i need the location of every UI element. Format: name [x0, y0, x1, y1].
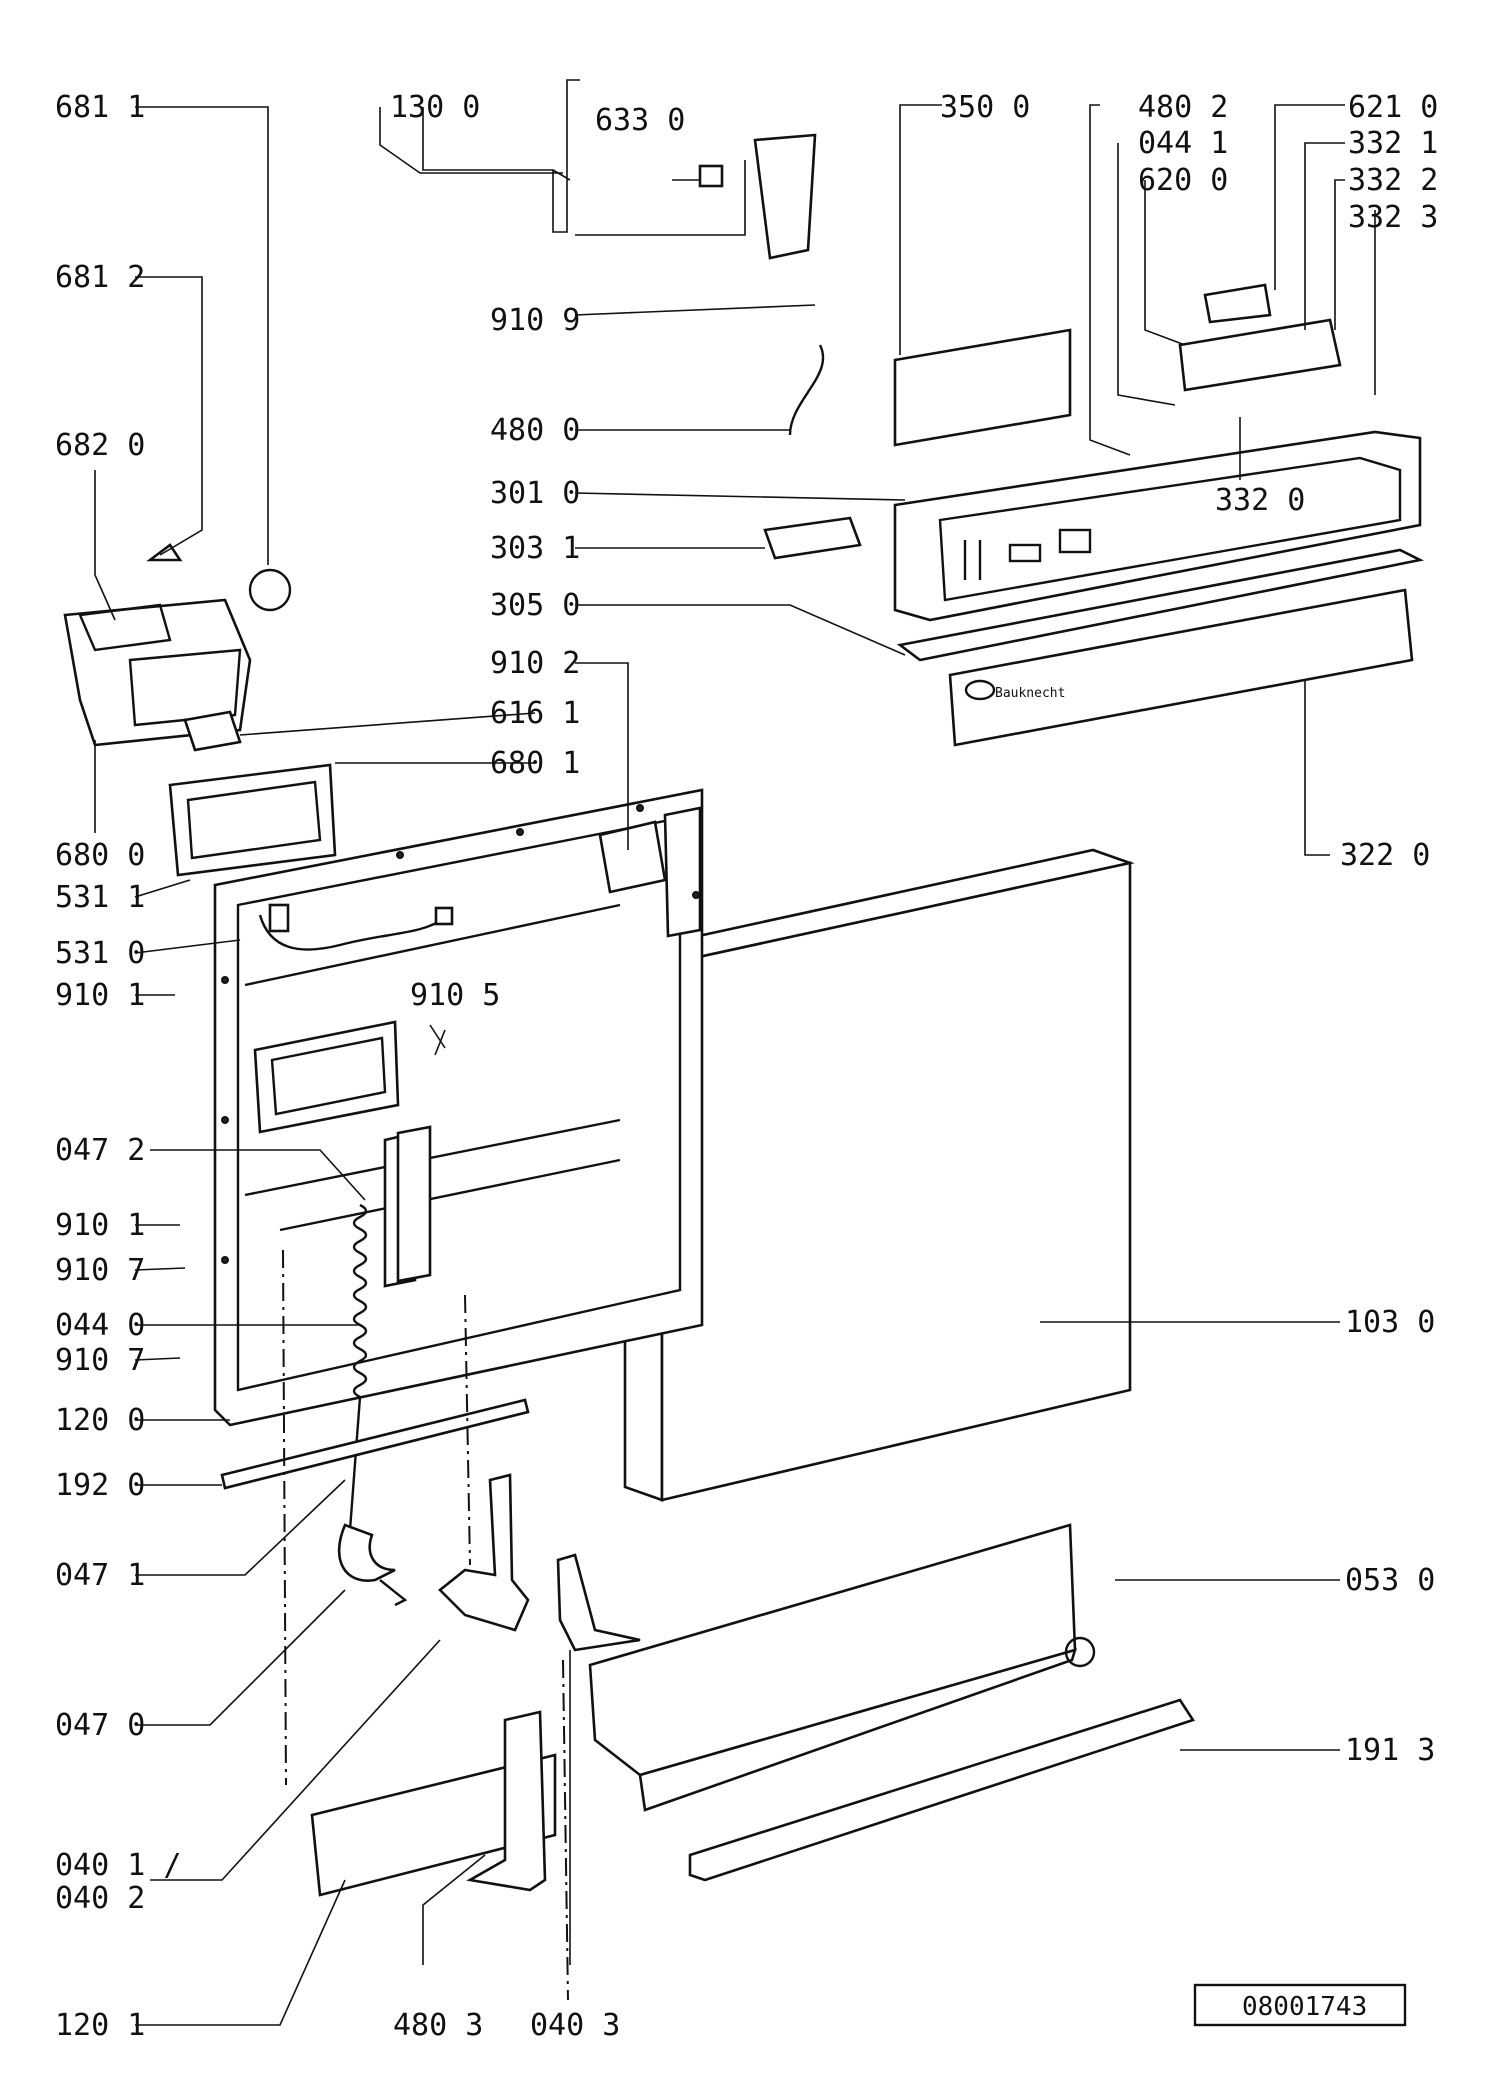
control-panel: Bauknecht [893, 430, 1424, 747]
wire-480 [788, 344, 825, 436]
callout-047-0: 047 0 [55, 1708, 145, 1743]
callout-910-1-a: 910 1 [55, 978, 145, 1013]
part-303 [763, 516, 862, 560]
callout-labels: 681 1 681 2 682 0 680 0 531 1 531 0 910 … [55, 90, 1438, 2043]
callout-531-0: 531 0 [55, 936, 145, 971]
selector-module [1178, 318, 1342, 392]
callout-103-0: 103 0 [1345, 1305, 1435, 1340]
lower-strip [220, 1398, 530, 1490]
callout-682-0: 682 0 [55, 428, 145, 463]
hinge-arms [438, 1473, 641, 1652]
callout-332-1: 332 1 [1348, 126, 1438, 161]
leader-lines [94, 79, 1376, 2026]
inner-door-frame [213, 788, 704, 1427]
callout-616-1: 616 1 [490, 696, 580, 731]
drawing-number-box: 08001743 [1193, 1983, 1407, 2027]
drawing-number: 08001743 [1242, 1992, 1367, 2022]
callout-680-0: 680 0 [55, 838, 145, 873]
module-621 [1203, 283, 1272, 324]
callout-910-7-b: 910 7 [55, 1343, 145, 1378]
callout-053-0: 053 0 [1345, 1563, 1435, 1598]
callout-681-1: 681 1 [55, 90, 145, 125]
callout-350-0: 350 0 [940, 90, 1030, 125]
callout-040-1: 040 1 / [55, 1848, 181, 1883]
callout-040-3: 040 3 [530, 2008, 620, 2043]
callout-332-2: 332 2 [1348, 163, 1438, 198]
callout-680-1: 680 1 [490, 746, 580, 781]
callout-191-3: 191 3 [1345, 1733, 1435, 1768]
callout-910-7-a: 910 7 [55, 1253, 145, 1288]
callout-305-0: 305 0 [490, 588, 580, 623]
callout-192-0: 192 0 [55, 1468, 145, 1503]
callout-047-2: 047 2 [55, 1133, 145, 1168]
electronic-board [893, 328, 1072, 447]
callout-531-1: 531 1 [55, 880, 145, 915]
lower-kick-plate [282, 1249, 569, 2001]
rail-191 [688, 1698, 1196, 1882]
callout-044-0: 044 0 [55, 1308, 145, 1343]
callout-047-1: 047 1 [55, 1558, 145, 1593]
callout-044-1: 044 1 [1138, 126, 1228, 161]
switch-housing [698, 133, 817, 260]
callout-681-2: 681 2 [55, 260, 145, 295]
brand-label: Bauknecht [995, 686, 1065, 701]
callout-480-2: 480 2 [1138, 90, 1228, 125]
callout-620-0: 620 0 [1138, 163, 1228, 198]
gasket-680-1 [168, 763, 337, 877]
callout-120-1: 120 1 [55, 2008, 145, 2043]
callout-332-3: 332 3 [1348, 200, 1438, 235]
callout-322-0: 322 0 [1340, 838, 1430, 873]
callout-332-0: 332 0 [1215, 483, 1305, 518]
parts-drawing: Bauknecht [63, 133, 1424, 2001]
callout-910-9: 910 9 [490, 303, 580, 338]
callout-910-2: 910 2 [490, 646, 580, 681]
callout-040-2: 040 2 [55, 1881, 145, 1916]
callout-130-0: 130 0 [390, 90, 480, 125]
callout-910-1-b: 910 1 [55, 1208, 145, 1243]
callout-301-0: 301 0 [490, 476, 580, 511]
bottom-trim-053 [588, 1523, 1096, 1812]
callout-303-1: 303 1 [490, 531, 580, 566]
callout-621-0: 621 0 [1348, 90, 1438, 125]
callout-910-5: 910 5 [410, 978, 500, 1013]
callout-480-3: 480 3 [393, 2008, 483, 2043]
callout-480-0: 480 0 [490, 413, 580, 448]
detergent-dispenser [63, 543, 337, 877]
callout-633-0: 633 0 [595, 103, 685, 138]
callout-120-0: 120 0 [55, 1403, 145, 1438]
door-spring [337, 1203, 408, 1607]
